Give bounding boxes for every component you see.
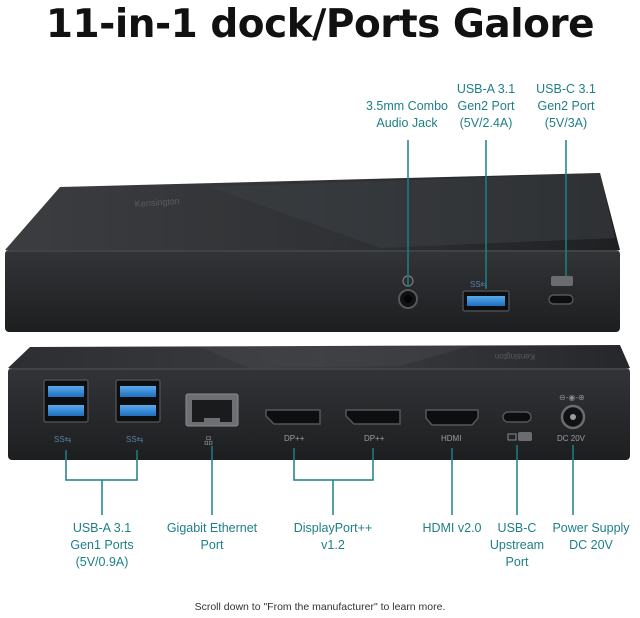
callout-usb-a-gen2: USB-A 3.1 Gen2 Port (5V/2.4A) — [456, 82, 516, 130]
superspeed-usb-icon: SS⇆ — [54, 435, 72, 444]
superspeed-usb-icon: SS⇆ — [470, 280, 488, 289]
network-icon: 品 — [204, 436, 213, 446]
callout-hdmi: HDMI v2.0 — [422, 521, 482, 535]
callout-ethernet: Gigabit Ethernet Port — [166, 521, 258, 552]
callout-audio-jack: 3.5mm Combo Audio Jack — [366, 99, 448, 130]
usb-c-upstream-port — [502, 411, 532, 441]
hdmi-marking: HDMI — [441, 434, 461, 443]
laptop-icon — [507, 433, 517, 441]
usb-c-icon — [518, 432, 532, 441]
callout-usb-c-gen2: USB-C 3.1 Gen2 Port (5V/3A) — [536, 82, 596, 130]
displayport-1: DP++ — [265, 409, 321, 443]
dock-front-unit: Kensington SS⇆ — [5, 173, 620, 332]
dc-marking: DC 20V — [557, 434, 586, 443]
usb-c-power-icon — [551, 276, 573, 286]
top-callout-lines — [407, 140, 567, 289]
hdmi-port: HDMI — [425, 409, 479, 443]
bottom-callout-lines — [65, 445, 574, 515]
callout-power-supply: Power Supply DC 20V — [552, 521, 630, 552]
dock-rear-unit: Kensington SS⇆ SS⇆ 品 DP++ — [8, 345, 630, 460]
ethernet-port: 品 — [185, 393, 239, 446]
rear-usb-a-ports-pair-1: SS⇆ — [43, 379, 89, 444]
callout-usb-a-gen1: USB-A 3.1 Gen1 Ports (5V/0.9A) — [70, 521, 134, 569]
displayport-2: DP++ — [345, 409, 401, 443]
dc-power-port: ⊖-◉-⊕ DC 20V — [557, 393, 586, 443]
page-title: 11-in-1 dock/Ports Galore — [45, 2, 595, 47]
dock-front-panel — [5, 250, 620, 332]
footer-note: Scroll down to "From the manufacturer" t… — [194, 601, 446, 613]
polarity-icon: ⊖-◉-⊕ — [559, 393, 585, 402]
dp1-marking: DP++ — [284, 434, 305, 443]
callout-usb-c-upstream: USB-C Upstream Port — [489, 521, 545, 569]
dock-rear-brand-logo: Kensington — [495, 352, 535, 361]
dock-front-sheen — [210, 173, 615, 248]
callout-displayport: DisplayPort++ v1.2 — [293, 521, 373, 552]
front-usb-c-port — [548, 276, 574, 305]
dock-brand-logo: Kensington — [134, 196, 180, 209]
front-usb-a-port: SS⇆ — [462, 280, 510, 312]
superspeed-usb-icon: SS⇆ — [126, 435, 144, 444]
rear-usb-a-ports-pair-2: SS⇆ — [115, 379, 161, 444]
dp2-marking: DP++ — [364, 434, 385, 443]
